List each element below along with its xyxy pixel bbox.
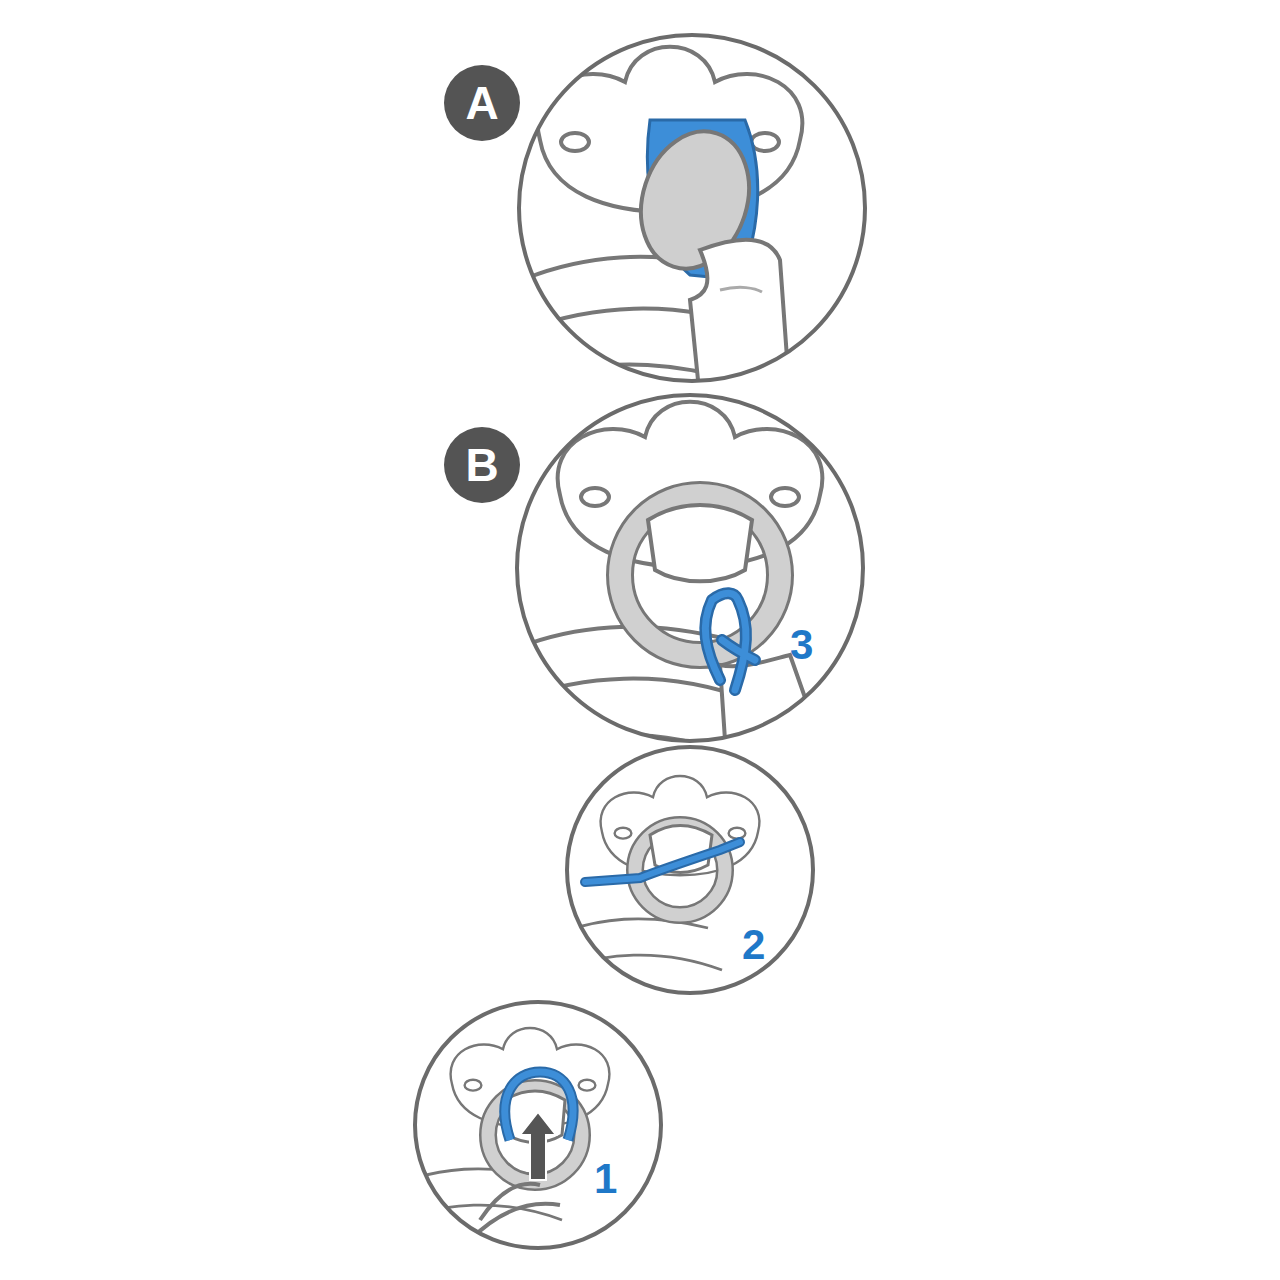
callout-number: 3: [790, 624, 813, 666]
callout-number: 1: [594, 1158, 617, 1200]
step-letter: B: [465, 442, 498, 488]
callout-number: 2: [742, 924, 765, 966]
step-letter: A: [465, 80, 498, 126]
step-badge: A: [444, 65, 520, 141]
step-badge: B: [444, 427, 520, 503]
